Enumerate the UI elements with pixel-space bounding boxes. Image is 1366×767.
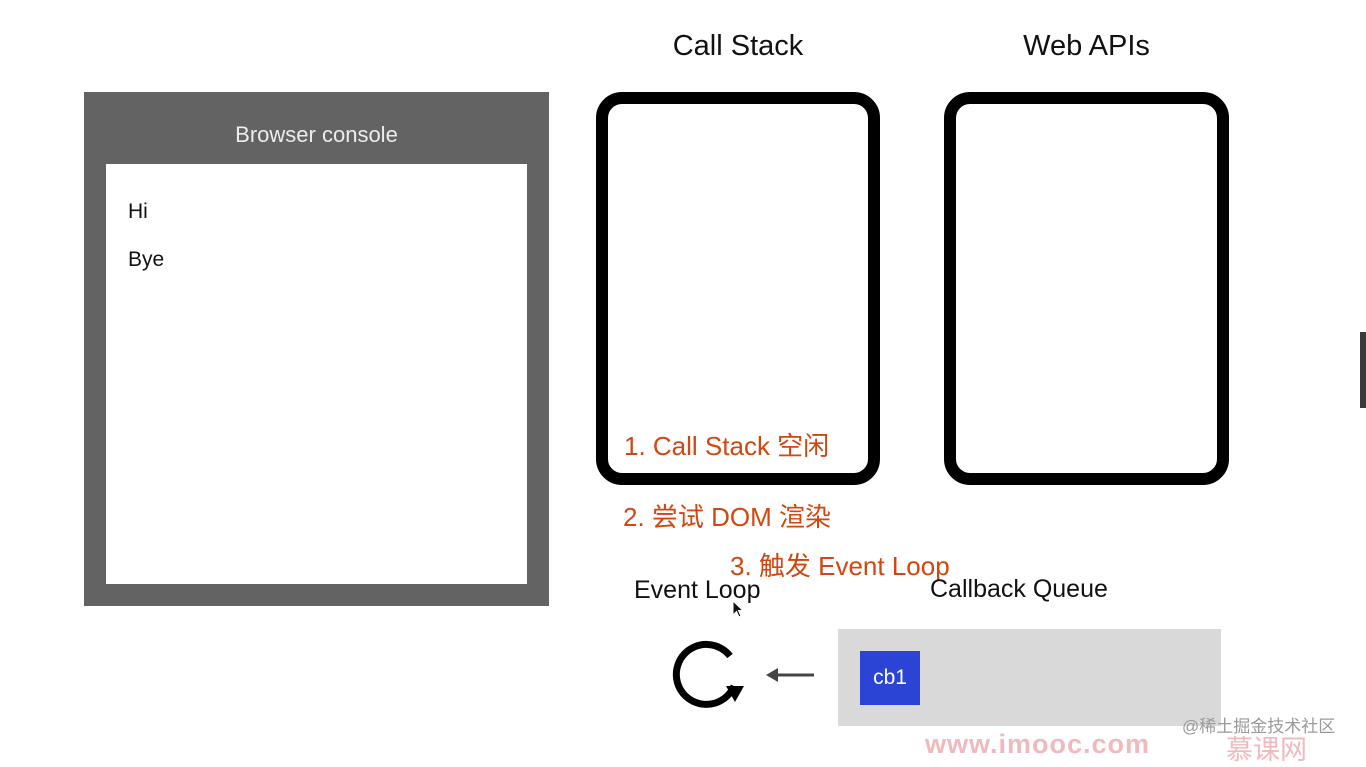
mouse-cursor-icon [732, 600, 744, 618]
web-apis-title: Web APIs [1023, 30, 1150, 62]
callback-queue-item: cb1 [860, 651, 920, 705]
call-stack-title: Call Stack [672, 30, 804, 62]
annotation-step-2: 2. 尝试 DOM 渲染 [623, 502, 832, 532]
console-line: Hi [128, 200, 148, 223]
annotation-step-1: 1. Call Stack 空闲 [624, 431, 830, 461]
browser-console-panel: Browser console Hi Bye [84, 92, 549, 606]
browser-console-output: Hi Bye [106, 164, 527, 584]
event-loop-label: Event Loop [634, 576, 761, 604]
loop-refresh-icon [672, 640, 744, 708]
call-stack-box [596, 92, 880, 485]
console-line: Bye [128, 248, 165, 271]
browser-console-title: Browser console [235, 122, 398, 147]
site-url-watermark: www.imooc.com [925, 729, 1151, 759]
annotation-step-3: 3. 触发 Event Loop [730, 551, 950, 581]
arrow-left-icon [766, 668, 814, 682]
brand-watermark: 慕课网 [1226, 735, 1307, 765]
callback-queue-label: Callback Queue [930, 575, 1108, 603]
callback-queue: cb1 [838, 629, 1221, 726]
web-apis-box [944, 92, 1229, 485]
community-watermark: @稀土掘金技术社区 [1182, 717, 1336, 736]
scrollbar-thumb[interactable] [1360, 332, 1366, 408]
